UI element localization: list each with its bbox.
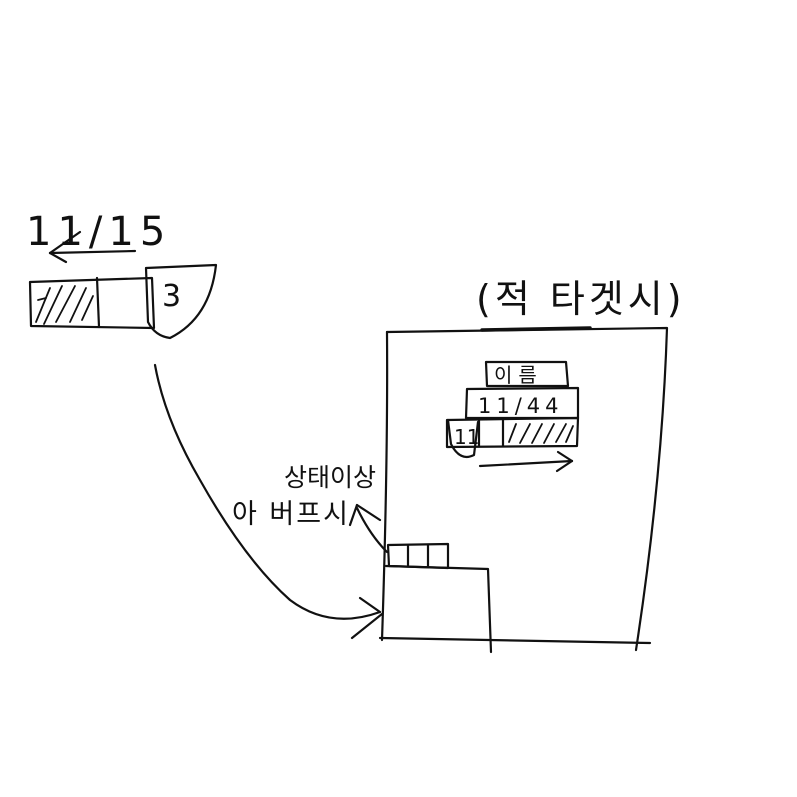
decrease-arrow-icon xyxy=(48,230,137,264)
player-character xyxy=(384,542,493,654)
target-level-text: 11 xyxy=(454,425,479,449)
target-name-box: 이름 xyxy=(484,360,570,388)
status-annotation: 상태이상 아 버프시 xyxy=(232,463,389,554)
target-level-badge: 11 xyxy=(446,418,479,459)
status-effect-slots xyxy=(386,542,450,570)
target-info-panel: 이름 11/44 11 xyxy=(445,360,580,473)
player-hp-text: 11/15 xyxy=(26,209,171,255)
annotation-line2: 아 버프시 xyxy=(232,499,350,530)
player-hp-bar xyxy=(28,276,156,330)
increase-arrow-icon xyxy=(478,450,574,473)
player-level-badge: 3 xyxy=(144,263,218,340)
target-hp-box: 11/44 xyxy=(464,386,580,420)
target-hp-bar xyxy=(445,416,580,449)
target-name-text: 이름 xyxy=(494,363,543,387)
target-window-title-text: (적 타겟시) xyxy=(476,277,686,321)
player-gauge: 11/15 3 xyxy=(26,209,218,340)
target-hp-text: 11/44 xyxy=(478,394,564,418)
game-screen-frame xyxy=(378,326,669,652)
connector-arrow xyxy=(153,363,384,640)
player-level-text: 3 xyxy=(162,279,181,314)
annotation-line1: 상태이상 xyxy=(284,463,376,492)
target-window-title: (적 타겟시) xyxy=(476,277,686,332)
annotation-pointer-icon xyxy=(348,503,389,554)
